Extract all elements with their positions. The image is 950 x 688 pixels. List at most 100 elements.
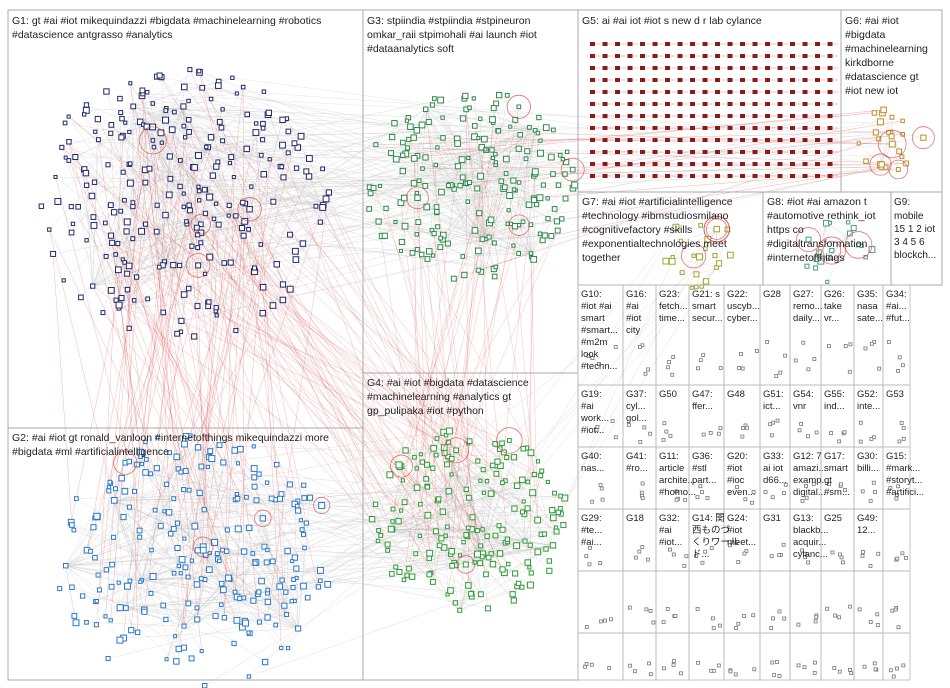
node-g2 [220, 586, 227, 594]
node-g2 [103, 567, 109, 573]
edge [140, 121, 298, 148]
node-g3 [414, 194, 421, 201]
cross-edge [124, 137, 924, 263]
node-g3 [440, 135, 446, 141]
small-group-label: G14: 関西ものづくりワールド... [692, 513, 740, 560]
node-small [873, 667, 878, 672]
node-g3 [503, 171, 509, 176]
small-group-label-line: G14: 関 [692, 513, 725, 524]
edge [177, 510, 299, 524]
node-g5 [602, 126, 608, 130]
edge [680, 228, 717, 241]
edge [448, 442, 526, 542]
node-small [783, 482, 788, 487]
node-highlight-ring [237, 197, 262, 222]
node-g1 [249, 184, 254, 189]
node-g1 [168, 126, 176, 134]
node-small [661, 437, 666, 442]
edge [236, 561, 273, 598]
node-g1 [172, 109, 177, 115]
edge [86, 185, 324, 206]
small-group-label-line: remo... [793, 301, 823, 312]
group-label-g1: G1: gt #ai #iot mikequindazzi #bigdata #… [12, 15, 321, 41]
edge [132, 121, 141, 239]
node-g2 [283, 589, 289, 595]
node-small [644, 607, 649, 612]
node-g4 [413, 484, 421, 491]
small-group-label-line: #sm... [824, 487, 850, 498]
cross-edge [109, 246, 193, 483]
edge [391, 481, 548, 530]
small-group-box [820, 570, 855, 634]
node-small [744, 549, 749, 553]
node-g4 [513, 482, 521, 489]
node-g5 [627, 126, 633, 130]
node-g1 [299, 240, 307, 247]
node-g1 [81, 112, 87, 117]
node-g5 [702, 78, 708, 82]
node-g3 [531, 196, 538, 203]
node-g1 [111, 209, 118, 216]
node-g2 [116, 580, 121, 585]
node-g3 [516, 180, 522, 185]
edge [435, 162, 496, 166]
node-g1 [174, 330, 181, 337]
node-g5 [702, 54, 708, 58]
edge [418, 221, 487, 240]
node-g3 [432, 96, 437, 101]
edge [166, 85, 219, 109]
node-g4 [494, 458, 501, 465]
small-group-label-line: #iot #ai [581, 301, 612, 312]
cross-edge [298, 470, 542, 629]
node-g5 [827, 174, 833, 178]
small-group-label-line: gol... [626, 413, 647, 424]
small-group-label: G24:#iotmeet... [727, 513, 756, 548]
cross-edge [402, 130, 499, 481]
cross-edge [455, 263, 720, 566]
node-g3 [399, 167, 407, 175]
node-small [829, 431, 834, 435]
node-g2 [127, 578, 133, 584]
node-g3 [541, 232, 548, 239]
node-g3 [504, 92, 510, 98]
node-small [796, 622, 801, 627]
node-g1 [144, 89, 150, 95]
node-g1 [291, 247, 299, 255]
edge [166, 625, 185, 660]
cross-edge [222, 140, 457, 451]
node-g5 [802, 42, 808, 46]
node-g4 [445, 488, 452, 495]
node-small [893, 607, 898, 612]
node-g5 [652, 78, 658, 82]
node-g5 [790, 162, 795, 166]
small-group-label-line: G33: [763, 451, 784, 462]
small-group-label-line: #ai... [886, 301, 907, 312]
edge [459, 586, 518, 611]
cross-edge [169, 99, 441, 157]
node-g5 [690, 126, 695, 130]
edge [413, 127, 530, 184]
node-g2 [163, 481, 170, 488]
small-group-label-line: #ai [626, 301, 639, 312]
node-g8 [813, 265, 819, 271]
edge [435, 164, 532, 254]
node-g2 [143, 439, 148, 445]
edge [114, 500, 223, 551]
node-g1 [238, 225, 246, 232]
edge [451, 474, 564, 526]
node-g1 [187, 207, 193, 214]
edge [91, 147, 209, 197]
node-g5 [652, 42, 658, 46]
cross-edge [451, 270, 479, 475]
small-group-label: G17:smartgt#sm... [824, 451, 850, 498]
node-g5 [802, 54, 808, 58]
node-g2 [242, 619, 250, 627]
node-g4 [519, 584, 525, 590]
node-small [598, 619, 603, 624]
node-small [639, 490, 644, 495]
node-g3 [493, 160, 498, 165]
node-g5 [652, 162, 658, 166]
node-g5 [640, 162, 645, 166]
node-g2 [173, 453, 180, 461]
small-group-label: G50 [659, 389, 677, 400]
